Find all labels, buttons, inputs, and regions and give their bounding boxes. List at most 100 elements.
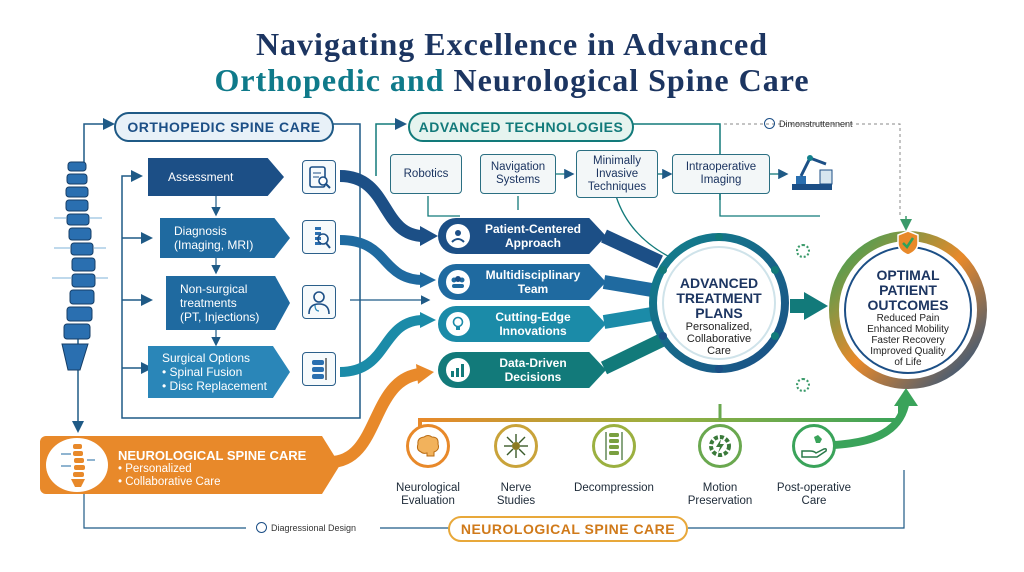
neuro-bottom-banner-label: NEUROLOGICAL SPINE CARE: [460, 521, 676, 537]
neuro-step-motion[interactable]: [698, 424, 742, 468]
neuro-step-post-operative[interactable]: [792, 424, 836, 468]
neuro-step-label-line: Studies: [496, 495, 536, 507]
step-surgical-line2: • Spinal Fusion: [162, 365, 243, 379]
treatment-sub-3: Care: [707, 345, 731, 357]
neuro-step-label-line: Motion: [702, 482, 738, 494]
pillar-data-driven[interactable]: Data-Driven Decisions: [438, 352, 606, 388]
step-non-surgical-line1: Non-surgical: [180, 282, 248, 296]
page-title-line1: Navigating Excellence in Advanced: [255, 26, 769, 62]
step-diagnosis-line1: Diagnosis: [174, 224, 227, 238]
gear-bolt-icon: [709, 435, 731, 457]
neuro-step-evaluation-label: Neurological Evaluation: [378, 482, 478, 508]
neuro-step-label-line: Nerve: [500, 482, 532, 494]
pillar-multidisciplinary[interactable]: Multidisciplinary Team: [438, 264, 606, 300]
neuron-icon: [504, 434, 528, 458]
gear-icon: [796, 244, 810, 258]
neuro-bottom-banner: NEUROLOGICAL SPINE CARE: [448, 516, 688, 542]
neuro-step-label-line: Preservation: [687, 495, 753, 507]
title-orthopedic: Orthopedic and: [214, 62, 445, 98]
outcome-item: Enhanced Mobility: [867, 324, 949, 335]
neuro-step-label-line: Neurological: [396, 482, 460, 494]
globe-icon: [256, 522, 267, 533]
step-surgical-line1: Surgical Options: [162, 351, 251, 365]
treatment-sub-2: Collaborative: [686, 333, 752, 345]
step-surgical-options[interactable]: Surgical Options • Spinal Fusion • Disc …: [148, 346, 290, 398]
tech-intraoperative-label: Intraoperative Imaging: [685, 161, 757, 186]
treatment-title-2: TREATMENT: [676, 290, 762, 306]
neuro-step-label-line: Post-operative: [776, 482, 852, 494]
neuro-step-decompression-label: Decompression: [564, 482, 664, 495]
neuro-step-nerve-label: Nerve Studies: [476, 482, 556, 508]
pillar-cutting-edge-label: Cutting-Edge Innovations: [495, 310, 571, 338]
step-surgical-line3: • Disc Replacement: [162, 379, 267, 393]
neuro-header: NEUROLOGICAL SPINE CARE: [118, 448, 307, 463]
globe-icon: [764, 118, 775, 129]
gear-icon: [796, 378, 810, 392]
treatment-ring: [649, 233, 789, 373]
neuro-step-evaluation[interactable]: [406, 424, 450, 468]
outcomes-title-3: OUTCOMES: [867, 297, 949, 313]
doctor-icon: [302, 285, 336, 319]
brain-icon: [416, 435, 439, 457]
lightbulb-icon: [446, 312, 470, 336]
outcome-item: Reduced Pain: [876, 313, 940, 324]
spine-scan-icon: [302, 220, 336, 254]
patient-outcomes: OPTIMAL PATIENT OUTCOMES Reduced Pain En…: [848, 267, 968, 369]
tech-robotics-label: Robotics: [403, 167, 449, 180]
pillar-cutting-edge[interactable]: Cutting-Edge Innovations: [438, 306, 606, 342]
tech-navigation[interactable]: Navigation Systems: [480, 154, 556, 194]
neuro-step-post-op-label: Post-operative Care: [762, 482, 866, 508]
vertebra-implant-icon: [302, 352, 336, 386]
tech-robotics[interactable]: Robotics: [390, 154, 462, 194]
treatment-title-3: PLANS: [695, 305, 743, 321]
footer-tag-label: Diagressional Design: [271, 522, 357, 533]
neuro-step-label-line: Care: [801, 495, 827, 507]
neuro-step-decompression[interactable]: [592, 424, 636, 468]
step-non-surgical[interactable]: Non-surgical treatments (PT, Injections): [166, 276, 290, 330]
step-assessment[interactable]: Assessment: [148, 158, 284, 196]
neuro-step-label-line: Evaluation: [401, 495, 455, 507]
neuro-spine-icon: [46, 438, 108, 492]
neuro-step-label-line: Decompression: [574, 482, 654, 494]
step-diagnosis-line2: (Imaging, MRI): [174, 238, 254, 252]
outcomes-title-1: OPTIMAL: [876, 267, 940, 283]
page-title-line2: Orthopedic and Neurological Spine Care: [0, 62, 1024, 99]
tech-intraoperative-imaging[interactable]: Intraoperative Imaging: [672, 154, 770, 194]
tech-minimally-invasive-label: Minimally Invasive Techniques: [587, 154, 647, 193]
technologies-tag: Dimonstruttennent: [764, 118, 853, 129]
neuro-step-nerve-studies[interactable]: [494, 424, 538, 468]
pillar-data-driven-label: Data-Driven Decisions: [499, 356, 567, 384]
outcome-item: Improved Quality: [870, 346, 946, 357]
outcomes-ring: [829, 231, 987, 389]
technologies-header: ADVANCED TECHNOLOGIES: [408, 112, 634, 142]
pillar-patient-centered-label: Patient-Centered Approach: [484, 222, 582, 250]
team-icon: [446, 270, 470, 294]
tech-navigation-label: Navigation Systems: [490, 161, 546, 186]
orthopedic-header-label: ORTHOPEDIC SPINE CARE: [127, 119, 321, 135]
step-non-surgical-line3: (PT, Injections): [180, 310, 260, 324]
robot-arm-icon: [790, 148, 836, 192]
step-non-surgical-line2: treatments: [180, 296, 237, 310]
outcome-item: Faster Recovery: [871, 335, 945, 346]
orthopedic-header: ORTHOPEDIC SPINE CARE: [114, 112, 334, 142]
shield-check-icon: [897, 230, 919, 256]
care-hand-icon: [801, 435, 827, 458]
pillar-patient-centered[interactable]: Patient-Centered Approach: [438, 218, 606, 254]
step-diagnosis[interactable]: Diagnosis (Imaging, MRI): [160, 218, 290, 258]
neuro-bullet-1: • Personalized: [118, 463, 192, 475]
pillar-multidisciplinary-label: Multidisciplinary Team: [485, 268, 581, 296]
title-neurological: Neurological Spine Care: [453, 62, 810, 98]
spine-column-icon: [605, 432, 623, 460]
bar-chart-icon: [446, 358, 470, 382]
treatment-title-1: ADVANCED: [679, 275, 759, 291]
technologies-tag-label: Dimonstruttennent: [779, 118, 853, 129]
neuro-step-motion-label: Motion Preservation: [672, 482, 768, 508]
footer-tag: Diagressional Design: [256, 522, 356, 533]
outcome-item: of Life: [894, 357, 922, 368]
step-assessment-label: Assessment: [168, 170, 234, 184]
treatment-sub-1: Personalized,: [685, 321, 753, 333]
technologies-header-label: ADVANCED TECHNOLOGIES: [418, 119, 624, 135]
tech-minimally-invasive[interactable]: Minimally Invasive Techniques: [576, 150, 658, 198]
neuro-bullet-2: • Collaborative Care: [118, 476, 221, 488]
hands-person-icon: [446, 224, 470, 248]
